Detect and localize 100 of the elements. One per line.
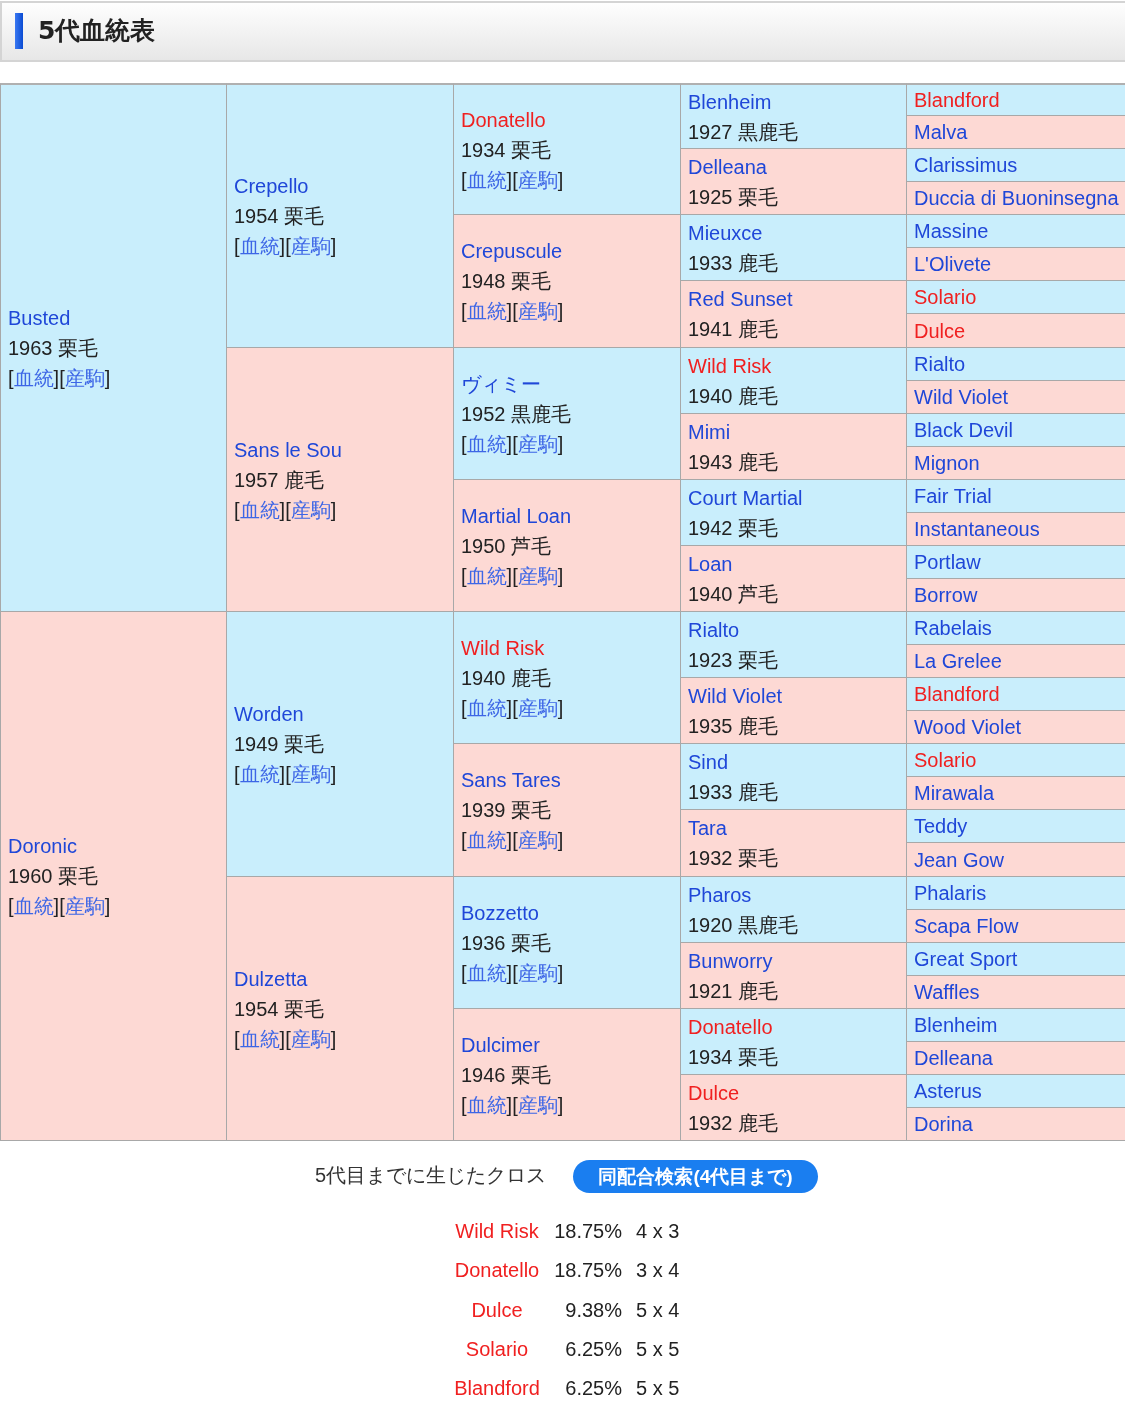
horse-name-link: Rialto xyxy=(688,617,740,643)
horse-name-link: Clarissimus xyxy=(914,153,1018,178)
pedigree-link: 血統 xyxy=(466,564,507,587)
horse-name-link: Donatello xyxy=(461,107,546,133)
horse-name-link: Mignon xyxy=(914,451,980,476)
horse-name-link: Red Sunset xyxy=(688,287,793,312)
pedigree-cell xyxy=(907,182,1125,215)
pedigree-cell xyxy=(907,83,1125,116)
horse-name-link: Dulzetta xyxy=(234,966,308,992)
pedigree-link: 血統 xyxy=(466,696,507,719)
pedigree-cell xyxy=(907,447,1125,480)
horse-name-link: Massine xyxy=(914,219,989,244)
link-line: [血統][産駒] xyxy=(461,299,564,324)
pedigree-cell xyxy=(454,744,681,877)
horse-name-link: Scapa Flow xyxy=(914,914,1019,939)
pedigree-cell xyxy=(907,1075,1125,1108)
cross-horse-name: Wild Risk xyxy=(455,1219,539,1243)
horse-name-link: Pharos xyxy=(688,882,752,908)
cross-pattern: 5 x 5 xyxy=(636,1376,680,1400)
horse-name-link: Great Sport xyxy=(914,947,1018,972)
pedigree-cell xyxy=(907,711,1125,744)
pedigree-cell xyxy=(907,348,1125,381)
pedigree-cell xyxy=(681,744,907,810)
pedigree-link: 血統 xyxy=(466,1093,507,1116)
pedigree-cell xyxy=(907,248,1125,281)
pedigree-cell xyxy=(681,877,907,943)
horse-name-link: Rialto xyxy=(914,352,966,377)
pedigree-cell xyxy=(907,910,1125,943)
pedigree-cell xyxy=(907,777,1125,810)
pedigree-cell xyxy=(907,546,1125,579)
link-line: [血統][産駒] xyxy=(461,960,564,986)
horse-name-link: Blenheim xyxy=(914,1013,998,1038)
horse-name-link: L'Olivete xyxy=(914,252,992,277)
birth-year-coat: 1960 栗毛 xyxy=(8,864,99,889)
pedigree-cell xyxy=(907,1108,1125,1141)
birth-year-coat: 1932 栗毛 xyxy=(688,846,779,871)
birth-year-coat: 1949 栗毛 xyxy=(234,732,325,757)
offspring-link: 産駒 xyxy=(64,895,105,917)
horse-name-link: Malva xyxy=(914,120,968,145)
birth-year-coat: 1957 鹿毛 xyxy=(234,467,325,493)
pedigree-link: 血統 xyxy=(466,961,507,984)
horse-name-link: Tara xyxy=(688,816,727,841)
birth-year-coat: 1948 栗毛 xyxy=(461,269,552,294)
pedigree-cell xyxy=(907,1042,1125,1075)
birth-year-coat: 1954 栗毛 xyxy=(234,204,325,229)
cross-percentage: 9.38% xyxy=(565,1298,622,1322)
horse-name-link: Wild Violet xyxy=(914,385,1009,410)
cross-percentage: 18.75% xyxy=(554,1258,622,1282)
section-heading: 5代目までに生じたクロス xyxy=(315,1163,547,1188)
cross-horse-name: Donatello xyxy=(454,1258,540,1282)
pedigree-cell xyxy=(681,215,907,281)
birth-year-coat: 1920 黒鹿毛 xyxy=(688,912,799,938)
horse-name-link: Borrow xyxy=(914,583,978,608)
pedigree-cell xyxy=(907,810,1125,843)
link-line: [血統][産駒] xyxy=(461,695,564,721)
pedigree-link: 血統 xyxy=(13,367,54,389)
horse-name-link: Crepuscule xyxy=(461,239,563,264)
horse-name-link: Donatello xyxy=(688,1014,773,1040)
horse-name-link: Bunworry xyxy=(688,948,773,974)
pedigree-cell xyxy=(907,381,1125,414)
search-button: 同配合検索(4代目まで) xyxy=(573,1160,818,1193)
pedigree-cell xyxy=(907,281,1125,314)
link-line: [血統][産駒] xyxy=(234,234,337,259)
pedigree-cell xyxy=(907,480,1125,513)
birth-year-coat: 1933 鹿毛 xyxy=(688,779,779,805)
pedigree-cell xyxy=(907,744,1125,777)
birth-year-coat: 1950 芦毛 xyxy=(461,533,552,559)
pedigree-cell xyxy=(681,281,907,348)
horse-name-link: Solario xyxy=(914,285,977,310)
horse-name-link: Dulcimer xyxy=(461,1032,540,1058)
horse-name-link: Wild Risk xyxy=(688,353,772,379)
birth-year-coat: 1934 栗毛 xyxy=(461,137,552,163)
pedigree-cell xyxy=(681,943,907,1009)
pedigree-cell xyxy=(454,480,681,612)
pedigree-cell xyxy=(454,877,681,1009)
birth-year-coat: 1923 栗毛 xyxy=(688,647,779,673)
horse-name-link: Sans Tares xyxy=(461,768,561,793)
horse-name-link: Instantaneous xyxy=(914,517,1040,542)
offspring-link: 産駒 xyxy=(517,564,558,587)
birth-year-coat: 1943 鹿毛 xyxy=(688,449,779,475)
pedigree-cell xyxy=(0,612,227,1141)
pedigree-cell xyxy=(681,810,907,877)
pedigree-cell xyxy=(454,1009,681,1141)
horse-name-link: Court Martial xyxy=(688,485,803,511)
pedigree-cell xyxy=(681,414,907,480)
offspring-link: 産駒 xyxy=(517,1093,558,1116)
offspring-link: 産駒 xyxy=(517,829,558,851)
pedigree-link: 血統 xyxy=(13,895,54,917)
birth-year-coat: 1935 鹿毛 xyxy=(688,713,779,739)
offspring-link: 産駒 xyxy=(290,235,331,257)
pedigree-cell xyxy=(227,877,454,1141)
horse-name-link: Duccia di Buoninsegna xyxy=(914,186,1119,211)
cross-pattern: 5 x 5 xyxy=(636,1337,680,1361)
cross-percentage: 18.75% xyxy=(554,1219,622,1243)
horse-name-link: Blenheim xyxy=(688,89,772,115)
pedigree-link: 血統 xyxy=(239,498,280,521)
pedigree-cell xyxy=(681,83,907,149)
horse-name-link: Dorina xyxy=(914,1112,973,1137)
horse-name-link: Delleana xyxy=(688,154,767,180)
horse-name-link: Worden xyxy=(234,702,304,727)
